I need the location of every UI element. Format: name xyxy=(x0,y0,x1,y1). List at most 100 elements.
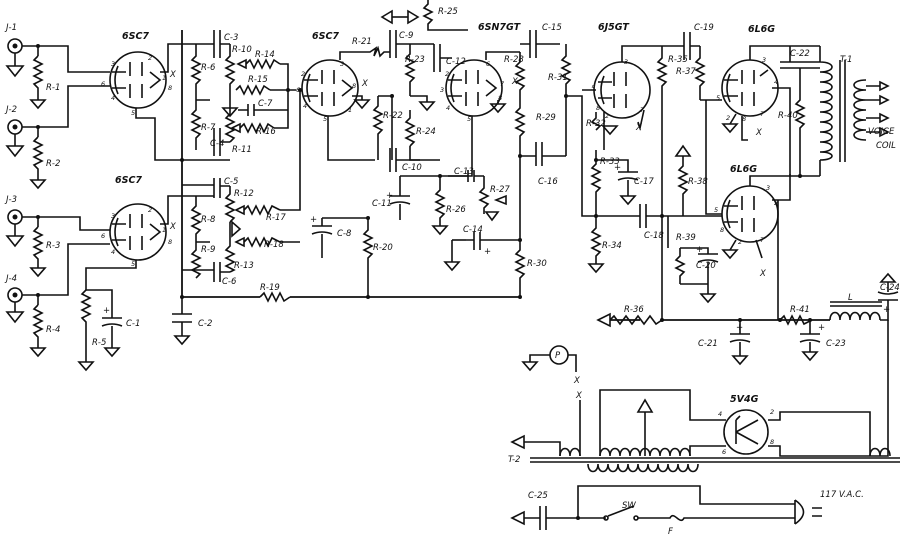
svg-text:+: + xyxy=(103,306,110,316)
svg-text:R-13: R-13 xyxy=(234,261,254,271)
svg-text:3: 3 xyxy=(624,58,628,66)
tube-v1-6sc7: 6SC7 3 6 4 5 2 1 8 X xyxy=(101,31,176,117)
svg-text:6: 6 xyxy=(722,448,726,456)
resistor-r28: R-28 xyxy=(504,52,526,96)
svg-text:5: 5 xyxy=(714,206,718,214)
capacitor-c2: C-2 xyxy=(172,297,212,346)
resistor-r29: R-29 xyxy=(514,100,556,150)
capacitor-c23: + C-23 xyxy=(799,320,846,362)
svg-text:6: 6 xyxy=(296,86,300,94)
svg-text:C-15: C-15 xyxy=(542,23,562,33)
svg-text:X: X xyxy=(575,391,582,401)
svg-text:6SC7: 6SC7 xyxy=(115,175,142,186)
capacitor-c15: C-15 xyxy=(520,23,562,58)
resistor-r4: R-4 xyxy=(29,304,60,358)
svg-text:R-18: R-18 xyxy=(264,240,284,250)
svg-text:T-1: T-1 xyxy=(840,55,852,65)
svg-text:6: 6 xyxy=(486,60,490,68)
resistor-r31: R-31 xyxy=(548,44,572,96)
svg-text:C-4: C-4 xyxy=(210,139,224,149)
svg-text:C-9: C-9 xyxy=(399,31,413,41)
svg-text:5V4G: 5V4G xyxy=(730,394,759,405)
tube-v2-6sc7: 6SC7 3 6 4 5 2 1 8 X xyxy=(101,175,176,268)
tube-v5-6j5gt: 6J5GT 5 8 2 3 7 X xyxy=(591,22,651,133)
ground-r12 xyxy=(231,220,242,238)
output-arrow-t2: X xyxy=(510,391,582,456)
tube-v7-6l6g: 6L6G 5 8 2 7 4 3 X xyxy=(714,164,779,279)
svg-text:R-9: R-9 xyxy=(201,245,215,255)
svg-text:4: 4 xyxy=(718,410,722,418)
input-jack-j2: J-2 xyxy=(4,105,25,158)
svg-text:8: 8 xyxy=(168,84,172,92)
input-jack-j1: J-1 xyxy=(4,23,25,78)
resistor-r30: R-30 xyxy=(514,240,547,297)
svg-text:7: 7 xyxy=(760,236,765,244)
svg-text:C-17: C-17 xyxy=(634,177,654,187)
capacitor-c4: C-4 xyxy=(210,128,230,156)
ground-r10 xyxy=(221,107,239,118)
resistor-r5: R-5 xyxy=(77,289,106,372)
svg-text:X: X xyxy=(635,123,642,133)
svg-text:X: X xyxy=(169,70,176,80)
tube-v6-6l6g: 6L6G 5 2 8 7 4 3 X xyxy=(716,24,779,138)
svg-text:X: X xyxy=(573,376,580,386)
svg-text:6SC7: 6SC7 xyxy=(312,31,339,42)
resistor-r19: R-19 xyxy=(259,283,291,303)
resistor-r26: R-26 xyxy=(431,176,466,236)
resistor-r39: R-39 xyxy=(674,233,696,284)
svg-text:3: 3 xyxy=(766,184,770,192)
svg-text:C-19: C-19 xyxy=(694,23,714,33)
svg-text:R-10: R-10 xyxy=(232,45,252,55)
svg-text:4: 4 xyxy=(111,94,115,102)
resistor-r13: R-13 xyxy=(224,238,254,273)
svg-text:C-7: C-7 xyxy=(258,99,273,109)
svg-text:R-11: R-11 xyxy=(232,145,252,155)
svg-text:R-37: R-37 xyxy=(676,67,696,77)
svg-text:X: X xyxy=(361,79,368,89)
capacitor-c3: C-3 xyxy=(213,30,238,58)
capacitor-c25: C-25 xyxy=(510,491,606,530)
svg-text:L: L xyxy=(848,293,853,303)
capacitor-c16: C-16 xyxy=(520,142,566,187)
svg-text:3: 3 xyxy=(111,60,115,68)
svg-text:5: 5 xyxy=(131,109,135,117)
resistor-r35: R-35 xyxy=(656,46,688,320)
svg-text:R-22: R-22 xyxy=(383,111,403,121)
resistor-r7: R-7 xyxy=(190,100,216,150)
svg-text:X: X xyxy=(759,269,766,279)
svg-text:C-12: C-12 xyxy=(446,57,466,67)
svg-text:+: + xyxy=(484,247,491,257)
svg-text:+: + xyxy=(818,323,825,333)
resistor-r10: R-10 xyxy=(224,44,252,92)
capacitor-c9: C-9 xyxy=(389,30,413,58)
svg-text:R-35: R-35 xyxy=(668,55,688,65)
svg-text:4: 4 xyxy=(774,200,778,208)
svg-text:R-26: R-26 xyxy=(446,205,466,215)
svg-text:R-30: R-30 xyxy=(527,259,547,269)
svg-text:4: 4 xyxy=(446,104,450,112)
svg-text:R-3: R-3 xyxy=(46,241,60,251)
arrow-c13 xyxy=(484,211,500,222)
svg-text:8: 8 xyxy=(770,438,774,446)
resistor-r15: R-15 xyxy=(235,75,271,96)
svg-text:X: X xyxy=(169,222,176,232)
svg-text:R-33: R-33 xyxy=(600,157,620,167)
svg-text:P: P xyxy=(555,351,561,361)
svg-text:8: 8 xyxy=(498,94,502,102)
svg-text:2: 2 xyxy=(738,238,742,246)
svg-text:R-25: R-25 xyxy=(438,7,458,17)
svg-text:5: 5 xyxy=(131,260,135,268)
capacitor-c6: C-6 xyxy=(213,262,237,287)
svg-text:R-2: R-2 xyxy=(46,159,60,169)
svg-text:3: 3 xyxy=(111,212,115,220)
svg-text:1: 1 xyxy=(348,106,352,114)
svg-text:2: 2 xyxy=(770,408,774,416)
svg-text:7: 7 xyxy=(640,106,645,114)
input-jack-j3: J-3 xyxy=(4,195,25,248)
svg-text:R-19: R-19 xyxy=(260,283,280,293)
capacitor-c12: C-12 xyxy=(410,43,466,72)
svg-text:R-36: R-36 xyxy=(624,305,644,315)
resistor-r17: R-17 xyxy=(234,204,286,223)
resistor-r36: R-36 xyxy=(596,305,663,328)
svg-text:5: 5 xyxy=(716,94,720,102)
